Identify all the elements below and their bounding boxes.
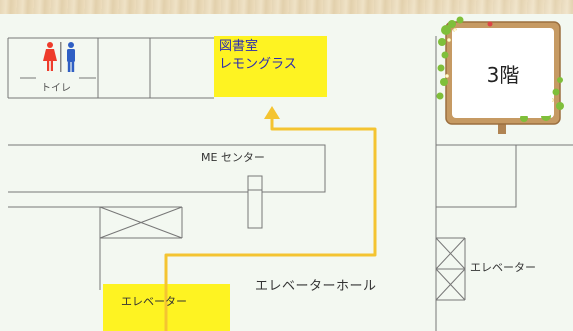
male-figure-icon bbox=[67, 42, 75, 72]
me-center-block bbox=[8, 144, 326, 290]
elevator-right-label: エレベーター bbox=[470, 261, 536, 274]
female-figure-icon bbox=[43, 42, 57, 71]
library-nickname: レモングラス bbox=[219, 57, 297, 72]
route-arrowhead bbox=[264, 106, 280, 119]
elevator-left-label: エレベーター bbox=[121, 295, 187, 308]
library-name: 図書室 bbox=[219, 39, 259, 54]
restroom-divider bbox=[60, 42, 62, 72]
route-path bbox=[164, 110, 377, 331]
floor-label: 3階 bbox=[486, 62, 520, 87]
restroom-label: トイレ bbox=[41, 83, 71, 94]
library-label[interactable]: 図書室 レモングラス bbox=[219, 38, 297, 74]
me-center-label: ME センター bbox=[201, 151, 265, 164]
restroom-block bbox=[7, 37, 214, 99]
floor-sign: 3階 bbox=[454, 30, 552, 116]
elevator-hall-label: エレベーターホール bbox=[255, 279, 377, 294]
library-room[interactable] bbox=[214, 36, 327, 97]
right-block bbox=[435, 36, 573, 331]
